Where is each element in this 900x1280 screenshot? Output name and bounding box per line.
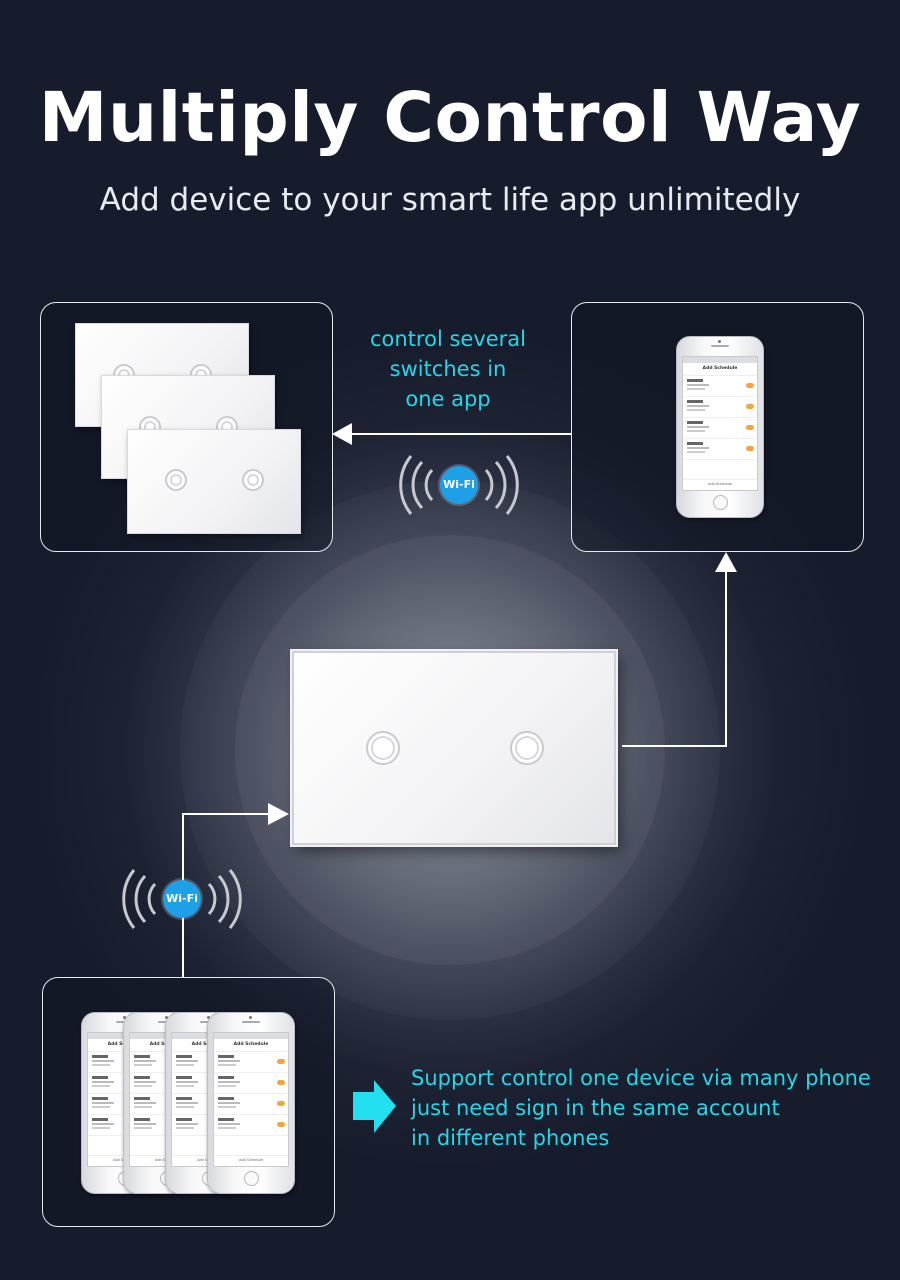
caption-line: switches in [389,357,507,381]
phone-screen: Add Schedule Add Schedule [682,356,758,491]
page-title: Multiply Control Way [38,78,862,158]
switches-box [40,302,333,552]
arrow-right-icon [268,803,289,825]
connector-line [622,572,727,747]
touch-button [366,731,400,765]
several-switches-caption: control several switches in one app [350,324,546,414]
touch-button [242,469,264,491]
arrow-left-icon [332,423,352,445]
phones-box: Add Schedule Add Schedule Add Schedule A… [42,977,335,1227]
touch-button [510,731,544,765]
wifi-icon [399,455,519,515]
smartphone: Add Schedule Add Schedule [676,336,764,518]
phone-screen-title: Add Schedule [214,1039,288,1052]
home-button [713,495,728,510]
caption-line: one app [405,387,491,411]
page-subtitle: Add device to your smart life app unlimi… [99,182,801,218]
phone-box: Add Schedule Add Schedule [571,302,864,552]
caption-line: control several [369,327,526,351]
caption-line: Support control one device via many phon… [411,1066,871,1090]
main-switch-panel [292,651,616,845]
phone-screen-footer: Add Schedule [214,1155,288,1164]
connector-line [182,813,268,977]
touch-button [165,469,187,491]
many-phones-caption: Support control one device via many phon… [411,1063,891,1153]
arrow-up-icon [715,552,737,572]
wifi-icon [122,869,242,929]
caption-line: just need sign in the same account [411,1096,780,1120]
wifi-badge: Wi-Fi [440,466,478,504]
smartphone: Add Schedule Add Schedule [207,1012,295,1194]
caption-line: in different phones [411,1126,610,1150]
arrow-right-icon [353,1080,396,1133]
switch-panel [127,429,301,534]
phone-screen-title: Add Schedule [683,363,757,376]
wifi-badge: Wi-Fi [163,880,201,918]
phone-screen-footer: Add Schedule [683,479,757,488]
